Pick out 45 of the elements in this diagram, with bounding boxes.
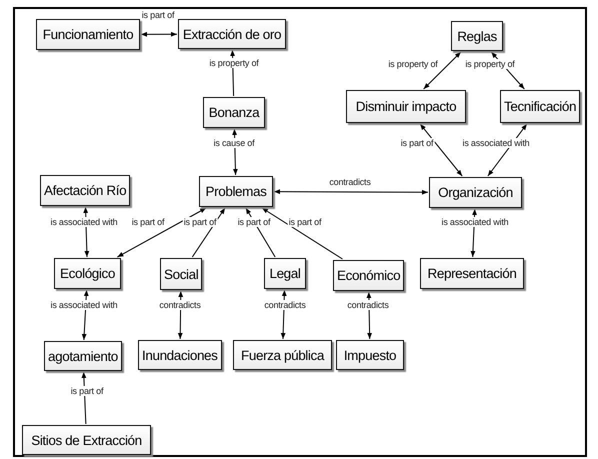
concept-box: Sitios de Extracción <box>22 425 151 455</box>
concept-box: Disminuir impacto <box>346 90 466 123</box>
connector-arrow <box>140 32 178 37</box>
edge-label: is part of <box>236 217 272 227</box>
edge-label: is part of <box>182 217 218 227</box>
concept-box: Inundaciones <box>138 340 222 370</box>
concept-box: Extracción de oro <box>178 19 286 49</box>
edge-label: contradicts <box>263 300 307 310</box>
connector-arrow <box>116 208 207 258</box>
edge-label: contradicts <box>346 300 390 310</box>
edge-label: is cause of <box>212 138 256 148</box>
concept-box: Bonanza <box>203 97 265 128</box>
concept-box: Social <box>160 258 202 290</box>
edge-label: is part of <box>70 386 104 396</box>
edge-label: is associated with <box>50 217 118 227</box>
concept-box: Tecnificación <box>500 90 580 123</box>
concept-box: Económico <box>333 260 404 291</box>
edge-label: is property of <box>464 59 516 69</box>
concept-box: agotamiento <box>44 341 122 371</box>
edge-label: is part of <box>140 10 176 20</box>
concept-box: Organización <box>429 177 522 208</box>
concept-box: Legal <box>264 258 306 289</box>
connector-arrow <box>192 208 226 258</box>
concept-box: Ecológico <box>54 258 121 289</box>
concept-box: Reglas <box>451 21 503 51</box>
connector-arrow <box>423 52 462 90</box>
concept-box: Representación <box>420 258 524 289</box>
edge-label: contradicts <box>328 177 372 187</box>
edge-label: is associated with <box>440 217 510 227</box>
concept-box: Fuerza pública <box>233 340 332 370</box>
connector-arrow <box>274 189 428 195</box>
edge-label: is part of <box>400 138 434 148</box>
edge-label: is property of <box>387 59 439 69</box>
concept-box: Afectación Río <box>40 175 130 206</box>
edge-label: contradicts <box>158 300 202 310</box>
edge-label: is associated with <box>50 300 118 310</box>
concept-box: Funcionamiento <box>36 19 140 50</box>
connector-arrow <box>262 208 343 260</box>
edge-label: is part of <box>288 217 322 227</box>
concept-box: Impuesto <box>336 340 404 370</box>
edge-label: is part of <box>130 217 166 227</box>
edge-label: is associated with <box>462 138 530 148</box>
connector-arrow <box>420 124 463 176</box>
edge-label: is property of <box>208 58 260 68</box>
concept-box: Problemas <box>199 176 273 207</box>
